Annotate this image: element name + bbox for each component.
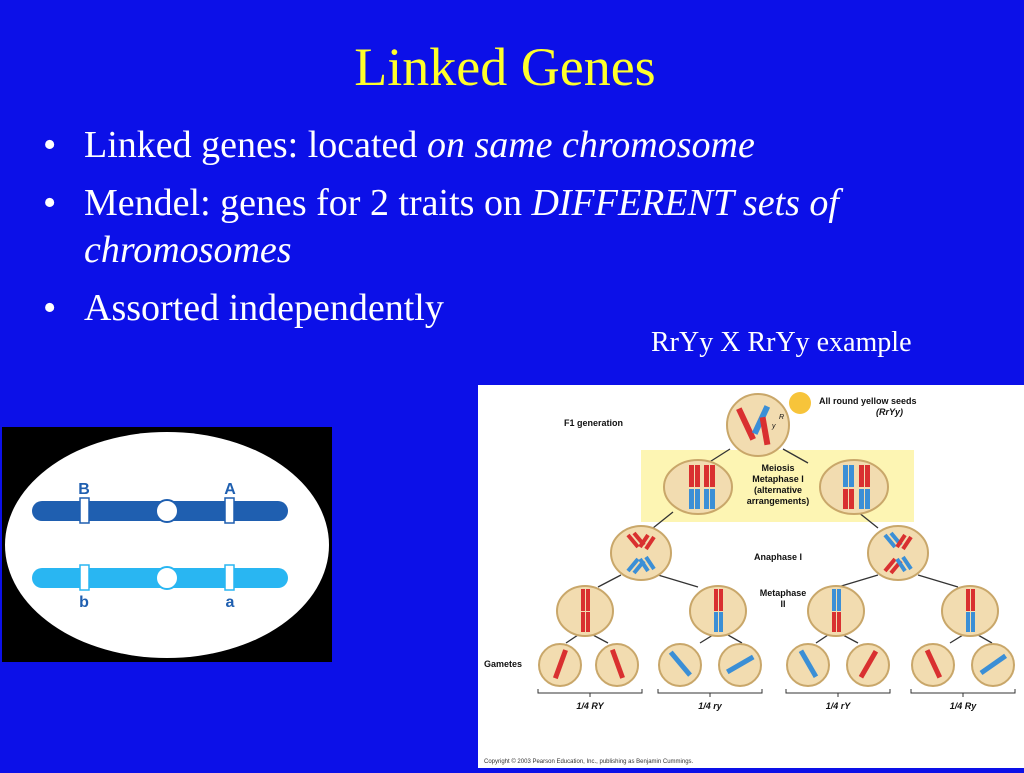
alternative-label: (alternative (754, 485, 802, 495)
example-caption: RrYy X RrYy example (651, 327, 912, 358)
bullet-text: Mendel: genes for 2 traits on (84, 182, 532, 224)
anaphase-one-label: Anaphase I (754, 552, 802, 562)
gene-locus-b (79, 564, 90, 591)
svg-text:R: R (779, 414, 784, 421)
figure-header: All round yellow seeds (819, 396, 917, 406)
bullet-text: Assorted independently (84, 287, 444, 329)
gene-locus-B (79, 497, 90, 524)
f1-generation-label: F1 generation (564, 418, 623, 428)
allele-label-a: a (226, 594, 235, 611)
anaphase-one-cell-right (867, 525, 929, 581)
allele-label-A: A (224, 481, 236, 498)
gene-locus-a (224, 564, 235, 591)
metaphase-two-numeral: II (780, 599, 785, 609)
linked-chromosome-diagram: B A b a (2, 427, 332, 662)
bullet-text: Linked genes: located (84, 124, 427, 166)
centromere (155, 566, 179, 590)
bullet-item: • Linked genes: located on same chromoso… (40, 122, 900, 169)
seed-icon (789, 392, 811, 414)
allele-label-b: b (79, 594, 89, 611)
bullet-dot: • (43, 124, 57, 166)
bullet-item: • Mendel: genes for 2 traits on DIFFEREN… (40, 180, 900, 274)
gametes-label: Gametes (484, 659, 522, 669)
gene-locus-A (224, 497, 235, 524)
bullet-dot: • (43, 287, 57, 329)
copyright-notice: Copyright © 2003 Pearson Education, Inc.… (484, 758, 694, 765)
bullet-list: • Linked genes: located on same chromoso… (40, 122, 900, 343)
independent-assortment-figure: y R All round yellow seeds (RrYy) F1 gen… (478, 385, 1024, 768)
gamete-cells (538, 643, 1015, 687)
gamete-fraction-ry: 1/4 ry (698, 701, 723, 711)
f1-cell: y R (726, 392, 811, 457)
metaphase-two-label: Metaphase (760, 588, 807, 598)
flow-arrows (565, 448, 993, 644)
bullet-dot: • (43, 182, 57, 224)
bullet-emphasis: DIFFERENT sets of chromosomes (84, 182, 839, 271)
figure-genotype: (RrYy) (876, 407, 903, 417)
allele-label-B: B (78, 481, 90, 498)
slide-title: Linked Genes (354, 37, 656, 97)
meiosis-label: Meiosis (761, 463, 794, 473)
metaphase-one-cell-right (819, 459, 889, 515)
bullet-item: • Assorted independently (40, 285, 900, 332)
anaphase-one-cell-left (610, 525, 672, 581)
fraction-brackets (537, 689, 1016, 697)
cell-outline (5, 432, 329, 658)
arrangements-label: arrangements) (747, 496, 810, 506)
bullet-emphasis: on same chromosome (426, 124, 755, 166)
gamete-fraction-rY: 1/4 rY (826, 701, 852, 711)
svg-text:y: y (771, 423, 776, 430)
metaphase-one-cell-left (663, 459, 733, 515)
gamete-fraction-Ry: 1/4 Ry (950, 701, 978, 711)
metaphase-two-cells (556, 585, 999, 637)
centromere (155, 499, 179, 523)
gamete-fraction-RY: 1/4 RY (576, 701, 604, 711)
metaphase-one-label: Metaphase I (752, 474, 804, 484)
